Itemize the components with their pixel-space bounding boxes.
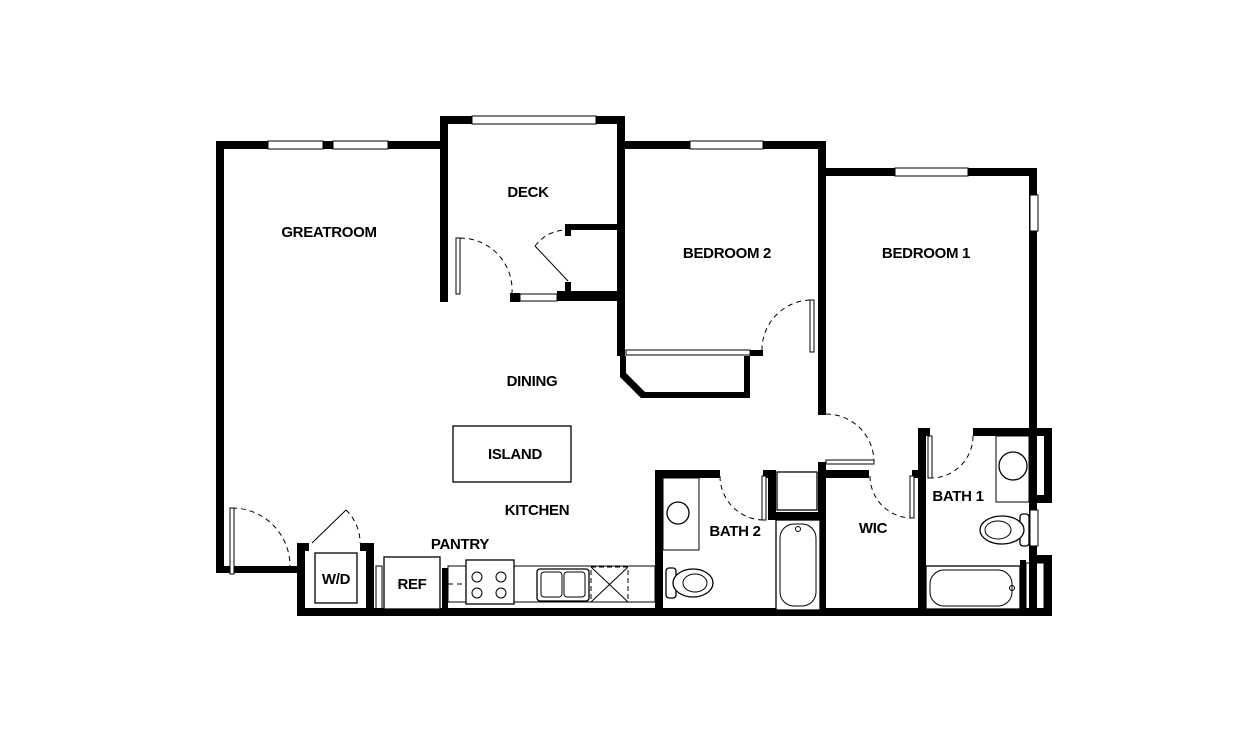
label-dining: DINING [507, 373, 558, 390]
sink-icon [666, 501, 690, 525]
bathtub-icon [775, 519, 821, 611]
label-ref: REF [397, 576, 426, 593]
label-wic: WIC [859, 520, 888, 537]
window [471, 115, 597, 125]
label-wd: W/D [322, 571, 351, 588]
label-island: ISLAND [488, 446, 543, 463]
refrigerator [383, 556, 441, 610]
window [894, 167, 969, 177]
window [1029, 194, 1039, 232]
label-kitchen: KITCHEN [505, 502, 570, 519]
fixtures [314, 425, 1045, 611]
label-bath-1: BATH 1 [932, 488, 983, 505]
label-greatroom: GREATROOM [281, 224, 376, 241]
washer-dryer [314, 552, 358, 604]
dishwasher-icon [590, 566, 629, 603]
label-bedroom-1: BEDROOM 1 [882, 245, 970, 262]
bathtub-icon [925, 565, 1021, 610]
toilet-icon [665, 567, 714, 599]
toilet-icon [979, 513, 1030, 547]
sink-icon [998, 451, 1028, 481]
doors [229, 229, 974, 575]
island-counter [452, 425, 572, 483]
windows [267, 115, 1039, 547]
label-bedroom-2: BEDROOM 2 [683, 245, 771, 262]
window [267, 140, 324, 150]
room-labels: GREATROOM DECK BEDROOM 2 BEDROOM 1 DININ… [281, 184, 984, 593]
stove-icon [465, 559, 515, 605]
sink-icon [536, 568, 590, 602]
label-bath-2: BATH 2 [709, 523, 760, 540]
walls [216, 116, 1052, 616]
label-deck: DECK [507, 184, 549, 201]
label-pantry: PANTRY [431, 536, 489, 553]
window [332, 140, 389, 150]
window [625, 349, 751, 356]
window [519, 293, 558, 302]
window [1029, 509, 1039, 547]
window [689, 140, 764, 150]
